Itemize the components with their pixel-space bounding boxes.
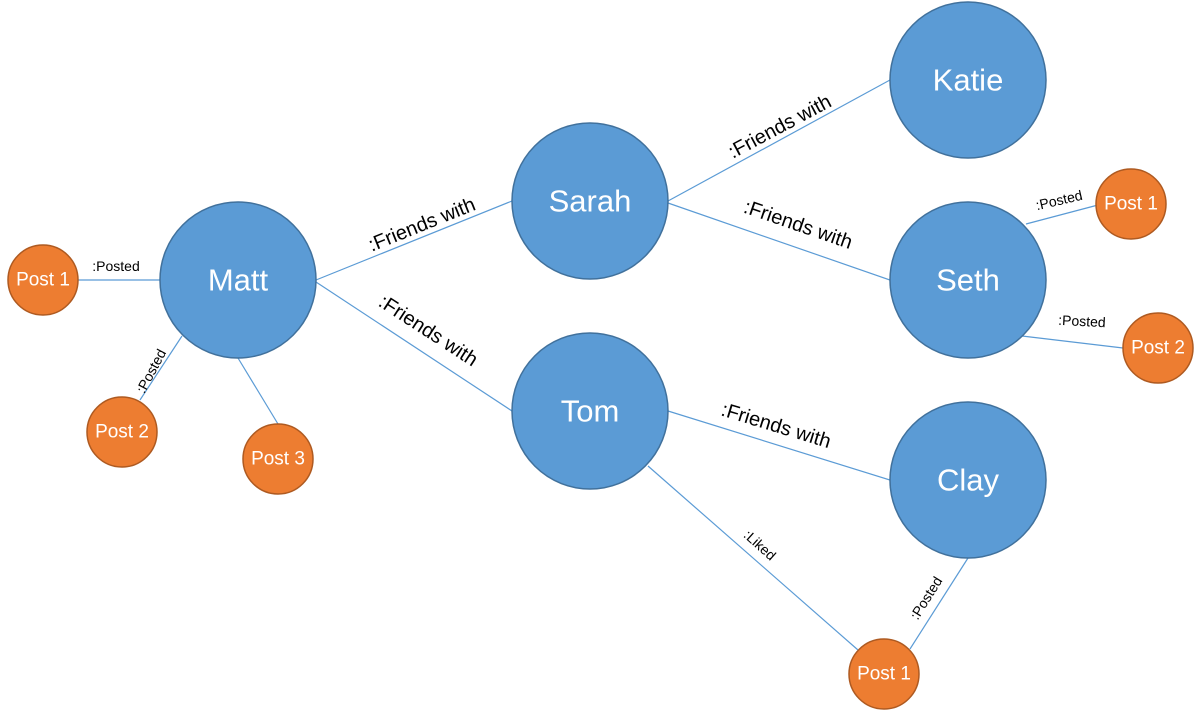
edge-matt-post2 [139, 335, 183, 401]
label-seth-post2-posted: :Posted [1058, 312, 1106, 330]
edges [78, 79, 1124, 651]
edge-seth-post1 [1025, 204, 1099, 225]
post-nodes: Post 1 Post 2 Post 3 Post 1 Post 2 Post … [7, 168, 1194, 710]
edge-matt-tom [315, 281, 513, 412]
node-seth-post1: Post 1 [1095, 168, 1167, 240]
node-tom-label: Tom [561, 394, 620, 429]
node-matt-post2: Post 2 [86, 396, 158, 468]
node-clay-post1: Post 1 [848, 638, 920, 710]
person-nodes: Matt Sarah Tom Katie Seth Clay [159, 1, 1047, 559]
edge-seth-post2 [1021, 335, 1124, 349]
node-matt-post3: Post 3 [242, 423, 314, 495]
node-matt-label: Matt [208, 263, 269, 298]
node-seth-post2-label: Post 2 [1131, 338, 1185, 359]
node-tom: Tom [511, 332, 669, 490]
node-seth-post2: Post 2 [1122, 312, 1194, 384]
edge-clay-post [909, 557, 969, 650]
node-matt-post2-label: Post 2 [95, 422, 149, 443]
node-sarah: Sarah [511, 122, 669, 280]
node-clay-post1-label: Post 1 [857, 664, 911, 685]
node-clay-label: Clay [937, 463, 1000, 498]
node-katie-label: Katie [933, 63, 1004, 98]
node-clay: Clay [889, 401, 1047, 559]
edge-tom-liked-post [647, 465, 859, 651]
node-sarah-label: Sarah [549, 184, 632, 219]
node-katie: Katie [889, 1, 1047, 159]
label-sarah-katie: :Friends with [725, 91, 835, 164]
node-matt-post1-label: Post 1 [16, 270, 70, 291]
label-sarah-seth: :Friends with [741, 196, 855, 254]
node-matt-post3-label: Post 3 [251, 449, 305, 470]
node-seth-post1-label: Post 1 [1104, 194, 1158, 215]
label-seth-post1-posted: :Posted [1034, 187, 1084, 213]
node-seth: Seth [889, 201, 1047, 359]
node-matt: Matt [159, 201, 317, 359]
label-matt-sarah: :Friends with [365, 194, 478, 257]
node-matt-post1: Post 1 [7, 244, 79, 316]
edge-sarah-katie [667, 79, 891, 202]
edge-matt-sarah [315, 200, 513, 281]
edge-matt-post3 [237, 357, 279, 425]
label-tom-liked: :Liked [741, 527, 779, 564]
label-matt-post2-posted: :Posted [133, 346, 169, 395]
edge-sarah-seth [667, 202, 891, 281]
label-matt-post1-posted: :Posted [92, 258, 139, 274]
label-clay-posted: :Posted [907, 574, 946, 623]
edge-tom-clay [667, 410, 891, 481]
node-seth-label: Seth [936, 263, 1000, 298]
